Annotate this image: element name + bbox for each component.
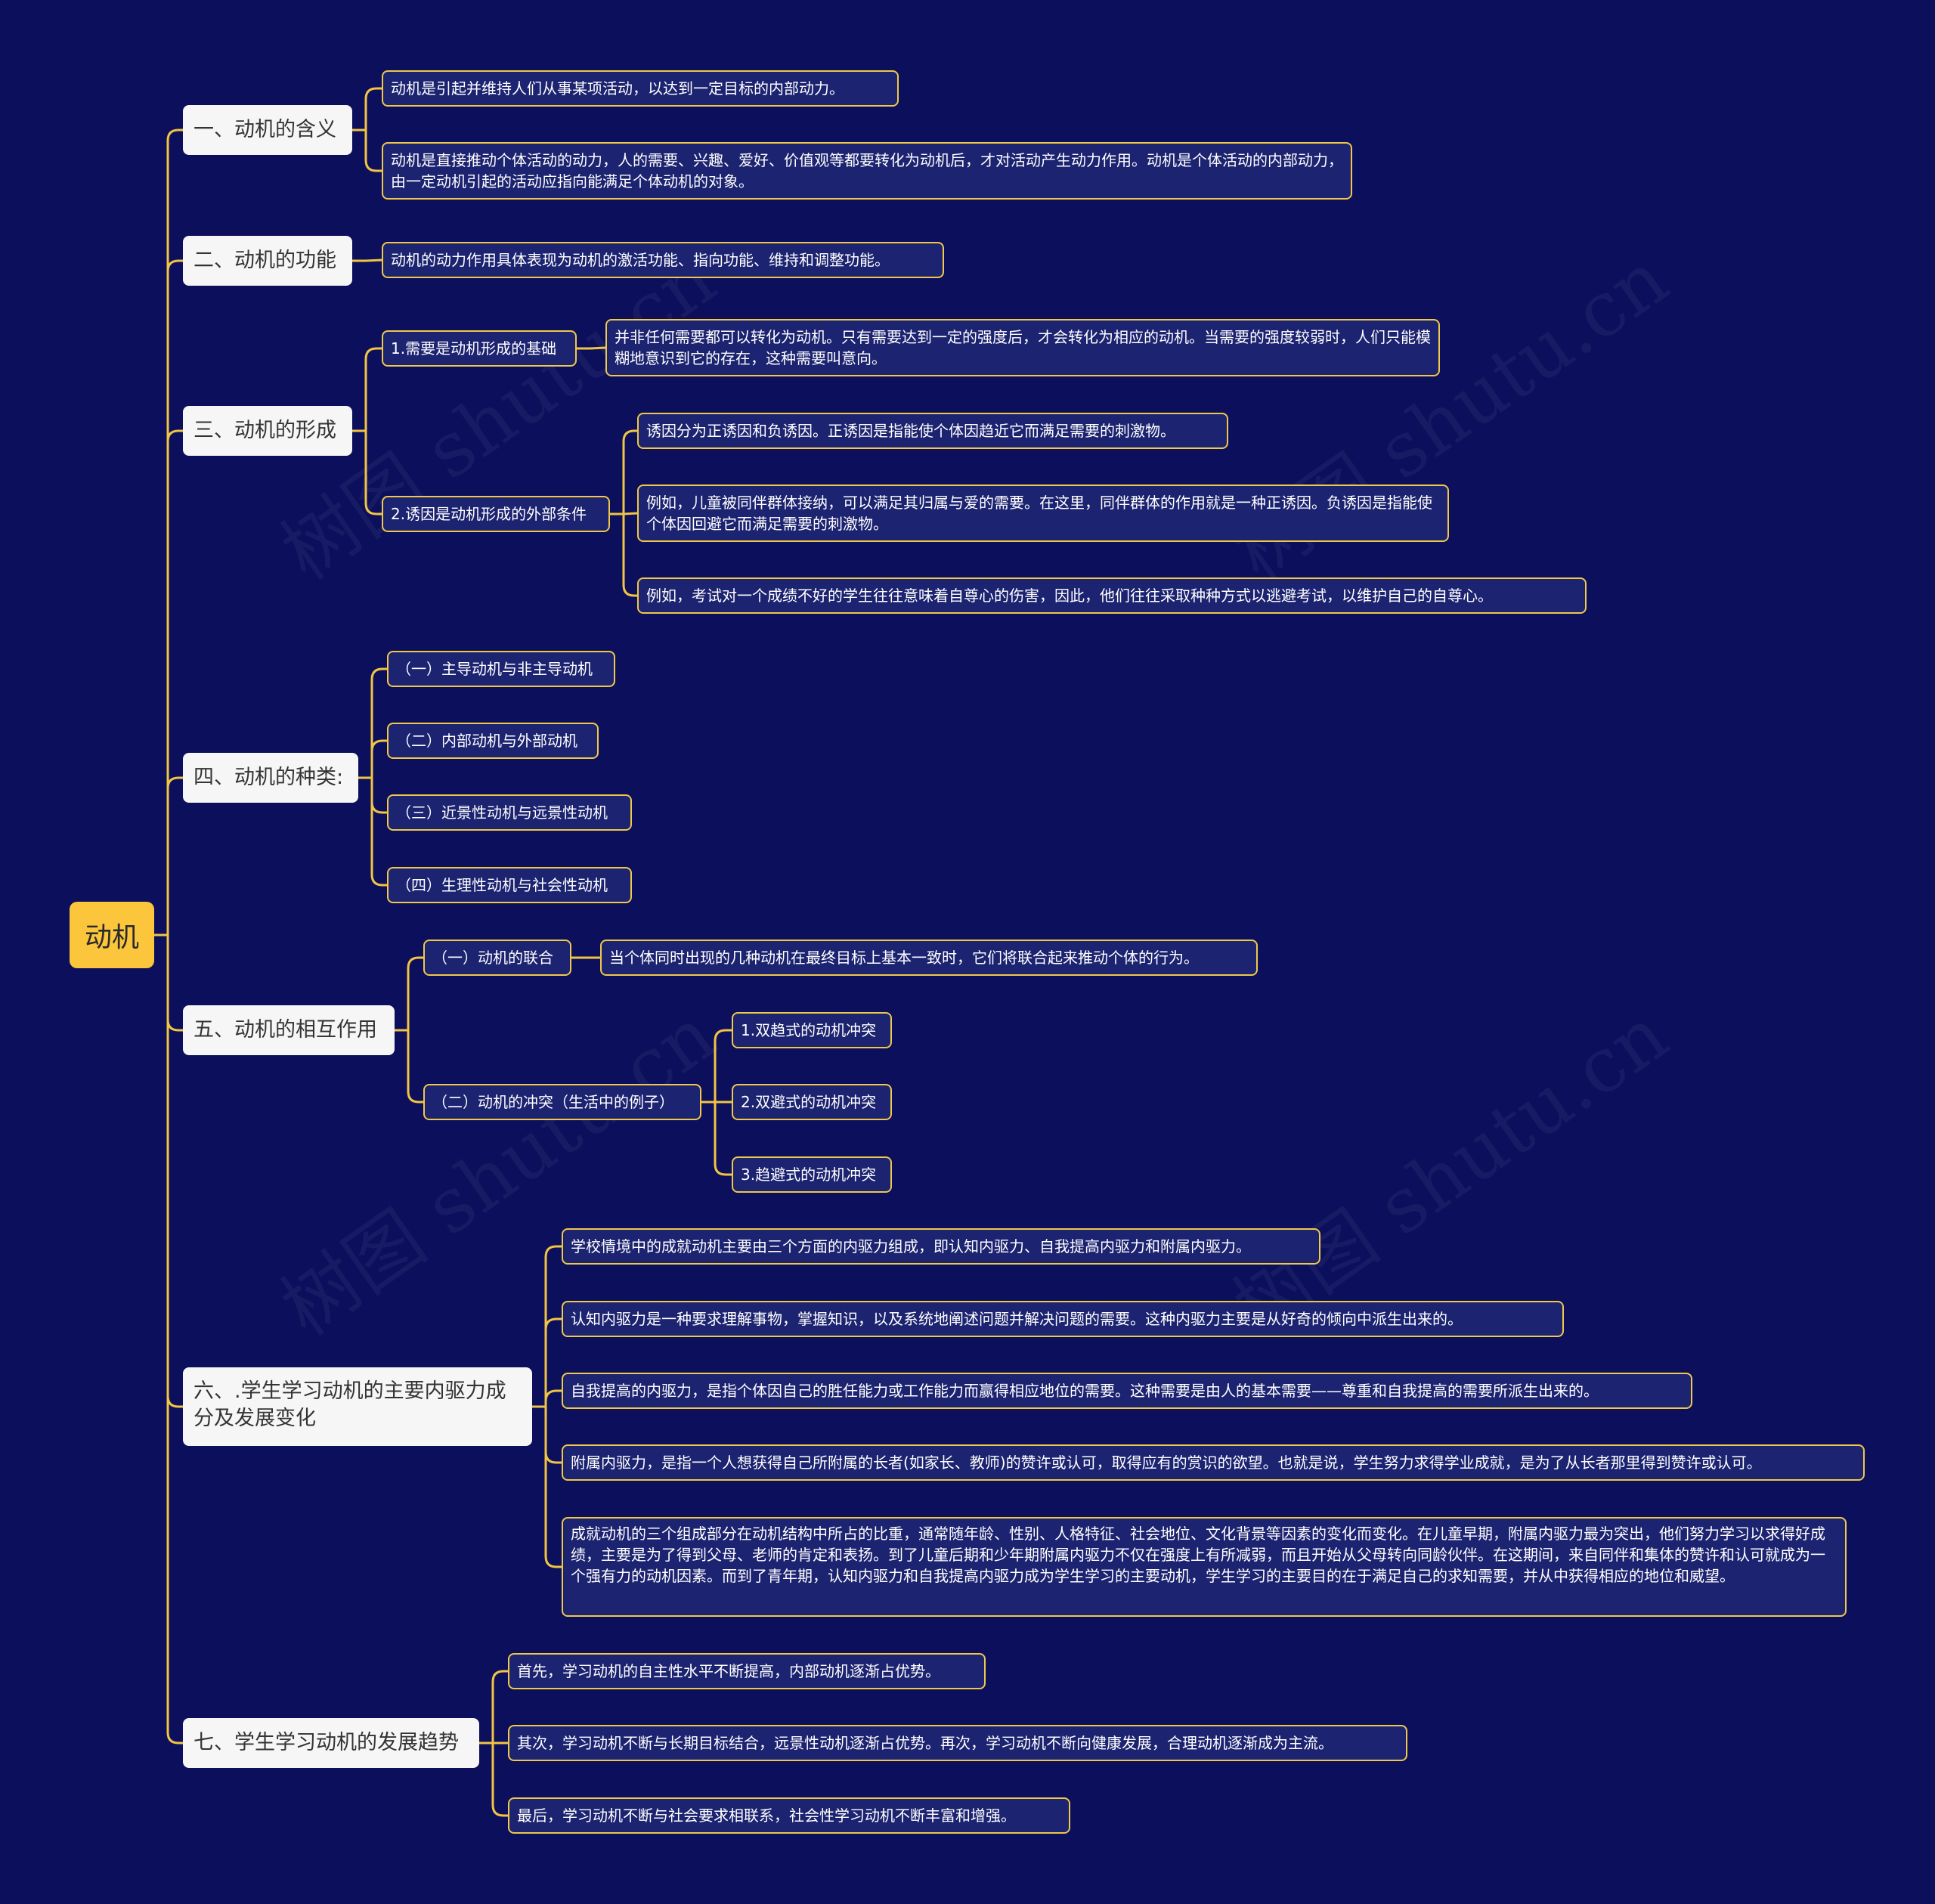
branch-1-item-2[interactable]: 动机是直接推动个体活动的动力，人的需要、兴趣、爱好、价值观等都要转化为动机后，才… xyxy=(382,142,1352,200)
connector-line xyxy=(544,1389,562,1407)
branch-5-node[interactable]: 五、动机的相互作用 xyxy=(183,1005,395,1055)
connector-line xyxy=(166,776,183,935)
connector-line xyxy=(166,935,183,1032)
connector-line xyxy=(365,259,382,262)
root-node[interactable]: 动机 xyxy=(70,902,154,968)
connector-line xyxy=(407,1030,423,1104)
branch-5-item-1[interactable]: （一）动机的联合 xyxy=(423,940,571,976)
branch-4-item-1[interactable]: （一）主导动机与非主导动机 xyxy=(387,651,615,687)
branch-3-item-2-detail-1[interactable]: 诱因分为正诱因和负诱因。正诱因是指能使个体因趋近它而满足需要的刺激物。 xyxy=(637,413,1228,449)
connector-line xyxy=(166,259,183,935)
branch-6-item-4[interactable]: 附属内驱力，是指一个人想获得自己所附属的长者(如家长、教师)的赞许或认可，取得应… xyxy=(562,1444,1865,1481)
connector-line xyxy=(544,1407,562,1568)
connector-line xyxy=(491,1670,508,1743)
connector-line xyxy=(370,667,387,778)
branch-6-item-3[interactable]: 自我提高的内驱力，是指个体因自己的胜任能力或工作能力而赢得相应地位的需要。这种需… xyxy=(562,1373,1692,1409)
branch-4-item-2[interactable]: （二）内部动机与外部动机 xyxy=(387,723,599,759)
watermark: 树图 shutu.cn xyxy=(1218,234,1683,597)
branch-3-item-1[interactable]: 1.需要是动机形成的基础 xyxy=(382,330,577,367)
connector-line xyxy=(166,935,183,1408)
connector-line xyxy=(364,130,382,172)
connector-line xyxy=(544,1245,562,1407)
branch-2-node[interactable]: 二、动机的功能 xyxy=(183,236,352,286)
connector-line xyxy=(364,347,382,431)
connector-line xyxy=(714,1102,732,1176)
branch-6-item-1[interactable]: 学校情境中的成就动机主要由三个方面的内驱力组成，即认知内驱力、自我提高内驱力和附… xyxy=(562,1228,1320,1265)
connector-line xyxy=(370,739,387,778)
branch-4-item-4[interactable]: （四）生理性动机与社会性动机 xyxy=(387,867,632,903)
watermark: 树图 shutu.cn xyxy=(1218,990,1683,1353)
connector-line xyxy=(622,514,637,597)
branch-3-item-2-detail-3[interactable]: 例如，考试对一个成绩不好的学生往往意味着自尊心的伤害，因此，他们往往采取种种方式… xyxy=(637,577,1587,614)
branch-4-node[interactable]: 四、动机的种类: xyxy=(183,753,358,803)
connector-line xyxy=(544,1407,562,1464)
connector-line xyxy=(166,935,183,1745)
branch-2-item-1[interactable]: 动机的动力作用具体表现为动机的激活功能、指向功能、维持和调整功能。 xyxy=(382,242,944,278)
branch-7-item-2[interactable]: 其次，学习动机不断与长期目标结合，远景性动机逐渐占优势。再次，学习动机不断向健康… xyxy=(508,1725,1407,1761)
branch-5-item-2-detail-1[interactable]: 1.双趋式的动机冲突 xyxy=(732,1012,892,1048)
branch-3-item-1-detail[interactable]: 并非任何需要都可以转化为动机。只有需要达到一定的强度后，才会转化为相应的动机。当… xyxy=(605,319,1440,376)
branch-1-item-1[interactable]: 动机是引起并维持人们从事某项活动，以达到一定目标的内部动力。 xyxy=(382,70,899,107)
connector-line xyxy=(544,1317,562,1407)
branch-7-item-3[interactable]: 最后，学习动机不断与社会要求相联系，社会性学习动机不断丰富和增强。 xyxy=(508,1797,1070,1834)
branch-7-item-1[interactable]: 首先，学习动机的自主性水平不断提高，内部动机逐渐占优势。 xyxy=(508,1653,986,1689)
connector-line xyxy=(166,128,183,935)
branch-4-item-3[interactable]: （三）近景性动机与远景性动机 xyxy=(387,794,632,831)
branch-5-item-2[interactable]: （二）动机的冲突（生活中的例子） xyxy=(423,1084,701,1120)
connector-line xyxy=(364,87,382,130)
branch-5-item-1-detail[interactable]: 当个体同时出现的几种动机在最终目标上基本一致时，它们将联合起来推动个体的行为。 xyxy=(600,940,1258,976)
connector-line xyxy=(370,778,387,887)
branch-7-node[interactable]: 七、学生学习动机的发展趋势 xyxy=(183,1718,479,1768)
branch-3-node[interactable]: 三、动机的形成 xyxy=(183,406,352,456)
branch-5-item-2-detail-2[interactable]: 2.双避式的动机冲突 xyxy=(732,1084,892,1120)
branch-6-node[interactable]: 六、.学生学习动机的主要内驱力成分及发展变化 xyxy=(183,1367,532,1446)
branch-5-item-2-detail-3[interactable]: 3.趋避式的动机冲突 xyxy=(732,1156,892,1193)
connector-line xyxy=(370,778,387,814)
branch-6-item-5[interactable]: 成就动机的三个组成部分在动机结构中所占的比重，通常随年龄、性别、人格特征、社会地… xyxy=(562,1517,1847,1617)
branch-1-node[interactable]: 一、动机的含义 xyxy=(183,105,352,155)
connector-line xyxy=(623,512,638,515)
connector-line xyxy=(622,429,637,514)
branch-3-item-2[interactable]: 2.诱因是动机形成的外部条件 xyxy=(382,496,610,532)
branch-3-item-2-detail-2[interactable]: 例如，儿童被同伴群体接纳，可以满足其归属与爱的需要。在这里，同伴群体的作用就是一… xyxy=(637,485,1449,542)
branch-6-item-2[interactable]: 认知内驱力是一种要求理解事物，掌握知识，以及系统地阐述问题并解决问题的需要。这种… xyxy=(562,1301,1564,1337)
connector-line xyxy=(407,956,423,1030)
connector-line xyxy=(491,1743,508,1817)
connector-line xyxy=(166,429,183,935)
